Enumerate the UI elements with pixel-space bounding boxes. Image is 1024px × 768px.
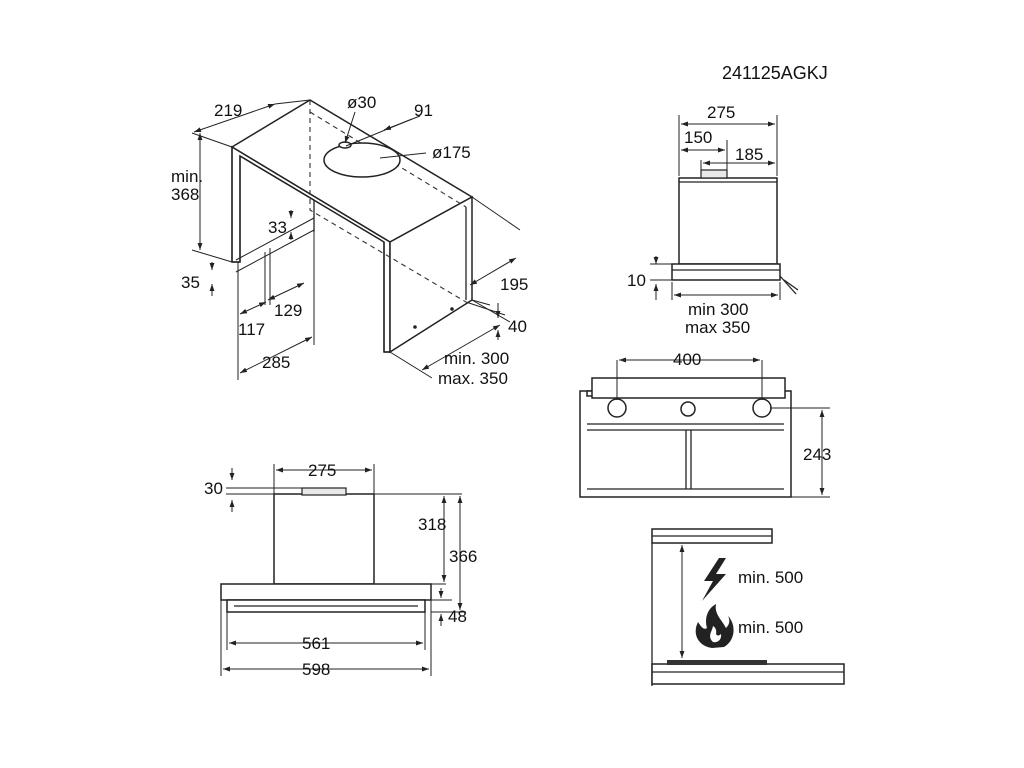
lightning-icon [702,558,726,601]
front-dim-318: 318 [418,515,446,534]
iso-dim-219: 219 [214,101,242,120]
iso-dim-117: 117 [238,320,265,339]
clearance-view: min. 500 min. 500 [651,528,845,686]
side-dim-max350: max 350 [685,318,750,337]
side-dim-min300: min 300 [688,300,748,319]
iso-dim-40: 40 [508,317,527,336]
front-dim-598: 598 [302,660,330,679]
front-dim-275: 275 [308,461,336,480]
top-dim-400: 400 [673,350,701,369]
iso-dim-285: 285 [262,353,290,372]
front-view: 30 275 318 366 48 561 598 [204,461,477,679]
clearance-electric: min. 500 [738,568,803,587]
clearance-gas: min. 500 [738,618,803,637]
iso-dim-129: 129 [274,301,302,320]
iso-dim-35: 35 [181,273,200,292]
iso-dim-max350: max. 350 [438,369,508,388]
side-view: 275 150 185 10 min 300 max 350 [627,103,799,337]
iso-dim-91: 91 [414,101,433,120]
iso-dim-min: min. [171,167,203,186]
top-view: 400 243 [579,350,831,498]
iso-dim-30: ø30 [347,93,376,112]
side-dim-275: 275 [707,103,735,122]
side-dim-10: 10 [627,271,646,290]
top-dim-243: 243 [803,445,831,464]
iso-dim-175: ø175 [432,143,471,162]
front-dim-561: 561 [302,634,330,653]
front-dim-48: 48 [448,607,467,626]
iso-dim-33: 33 [268,218,287,237]
iso-view: 219 ø30 91 ø175 min. 368 33 35 129 117 [171,93,528,388]
flame-icon [695,604,734,648]
side-dim-150: 150 [684,128,712,147]
front-dim-30: 30 [204,479,223,498]
iso-dim-195: 195 [500,275,528,294]
iso-dim-min300: min. 300 [444,349,509,368]
model-code: 241125AGKJ [722,63,828,83]
front-dim-366: 366 [449,547,477,566]
iso-dim-368: 368 [171,185,199,204]
side-dim-185: 185 [735,145,763,164]
